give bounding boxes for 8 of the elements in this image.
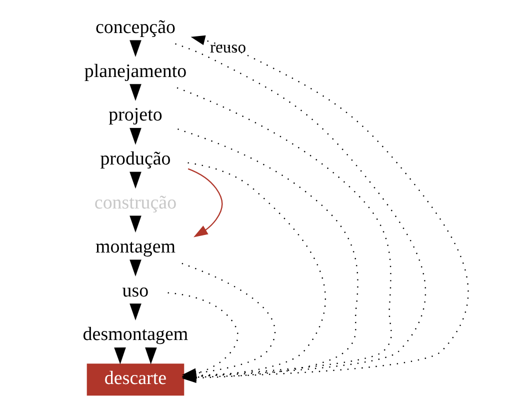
edge-label: reuso	[210, 37, 246, 56]
node-text: montagem	[94, 236, 176, 258]
node-text: desmontagem	[82, 324, 188, 346]
node-text: projeto	[108, 104, 162, 126]
node-text: concepção	[94, 16, 176, 38]
node-text: produção	[100, 148, 170, 170]
node-text: uso	[122, 280, 148, 302]
node-text: planejamento	[84, 60, 186, 82]
